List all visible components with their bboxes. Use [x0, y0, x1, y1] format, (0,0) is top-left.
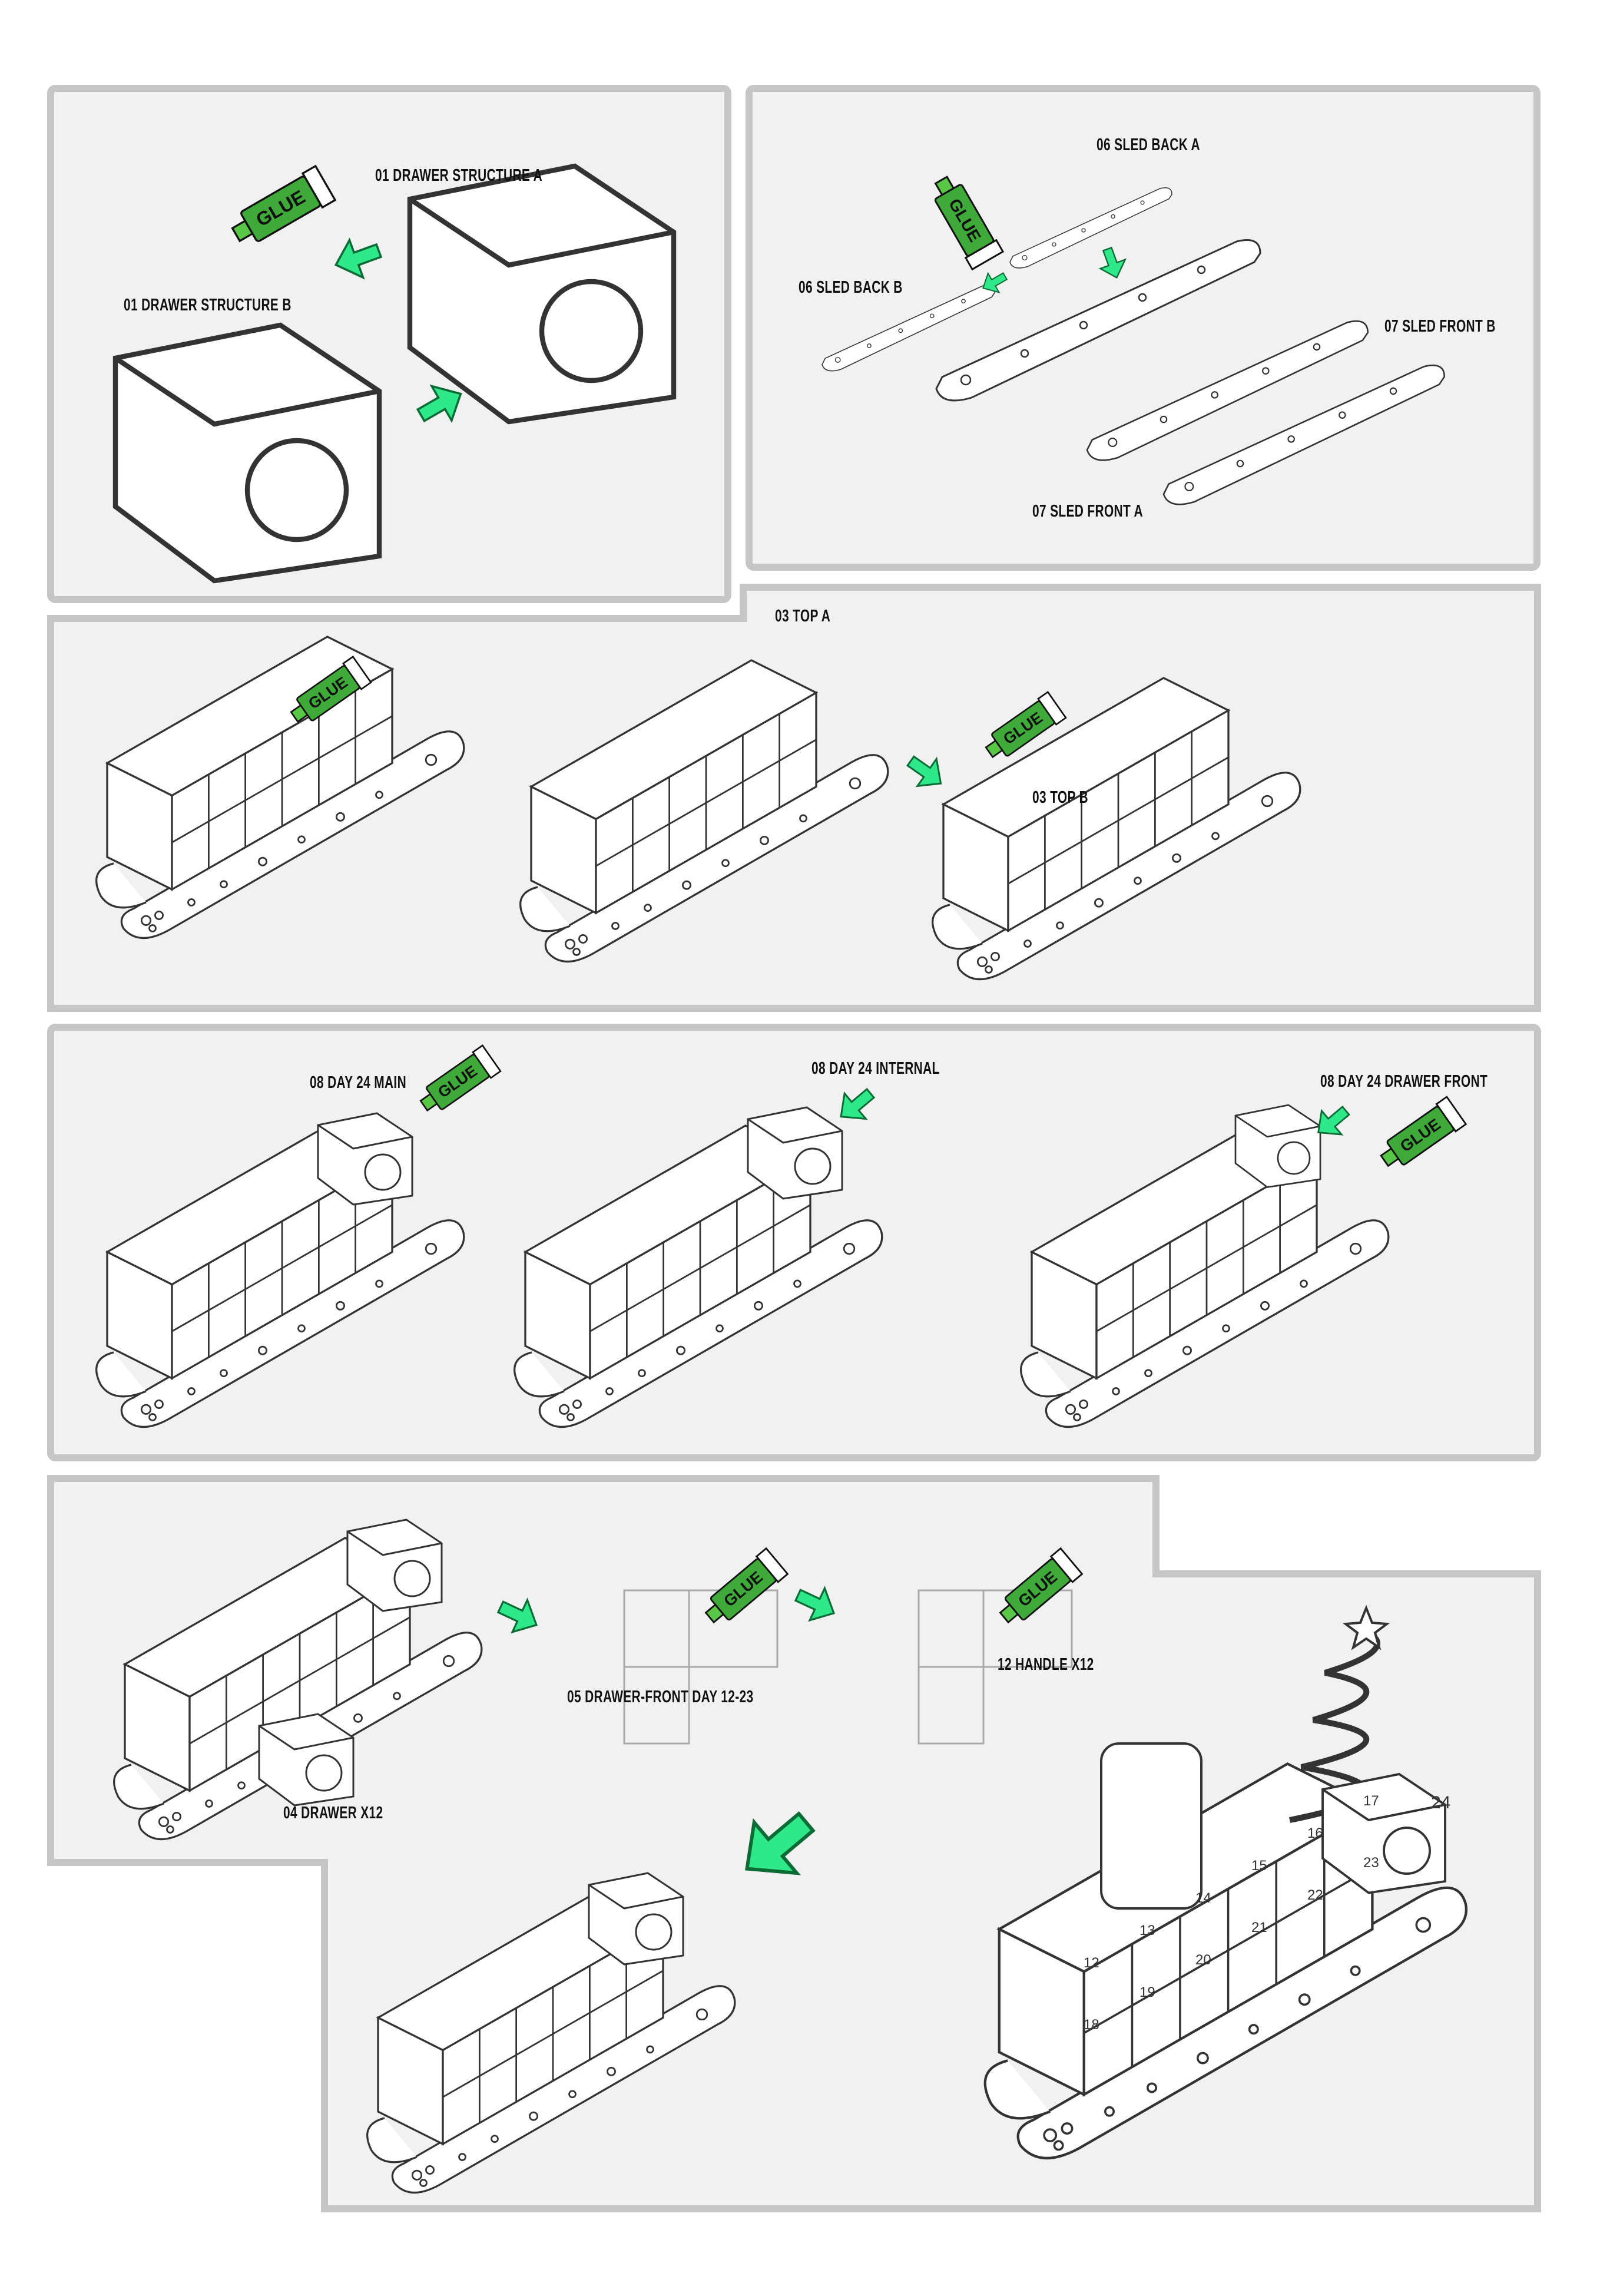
label-day-24-internal: 08 DAY 24 INTERNAL [811, 1059, 940, 1078]
day-number: 15 [1251, 1858, 1267, 1874]
label-day-24-drawer-front: 08 DAY 24 DRAWER FRONT [1320, 1072, 1488, 1091]
day-number: 14 [1195, 1890, 1211, 1906]
day-number: 12 [1084, 1955, 1099, 1971]
label-drawer-front: 05 DRAWER-FRONT DAY 12-23 [567, 1688, 754, 1706]
label-drawer-structure-b: 01 DRAWER STRUCTURE B [124, 296, 291, 315]
santa-figure [1100, 1742, 1203, 1910]
day-number: 16 [1307, 1825, 1323, 1841]
label-top-b: 03 TOP B [1032, 788, 1088, 807]
day-number: 13 [1139, 1923, 1155, 1938]
label-drawer-structure-a: 01 DRAWER STRUCTURE A [375, 166, 543, 185]
label-sled-front-a: 07 SLED FRONT A [1032, 502, 1143, 521]
star-icon [1342, 1604, 1390, 1650]
day-number: 21 [1251, 1920, 1267, 1936]
day-number-24: 24 [1431, 1793, 1450, 1812]
label-sled-back-b: 06 SLED BACK B [799, 278, 903, 297]
final-calendar-drawing [985, 1604, 1466, 2158]
label-sled-front-b: 07 SLED FRONT B [1384, 317, 1496, 336]
day-number: 18 [1084, 2017, 1099, 2033]
label-day-24-main: 08 DAY 24 MAIN [310, 1073, 407, 1092]
label-handle: 12 HANDLE X12 [998, 1655, 1094, 1674]
day-number: 23 [1363, 1855, 1379, 1871]
day-number: 19 [1139, 1984, 1155, 2000]
day-number: 20 [1195, 1952, 1211, 1968]
day-number: 17 [1363, 1793, 1379, 1809]
label-top-a: 03 TOP A [775, 607, 831, 626]
label-drawer: 04 DRAWER X12 [283, 1804, 383, 1822]
day-number: 22 [1307, 1887, 1323, 1903]
label-sled-back-a: 06 SLED BACK A [1097, 135, 1200, 154]
